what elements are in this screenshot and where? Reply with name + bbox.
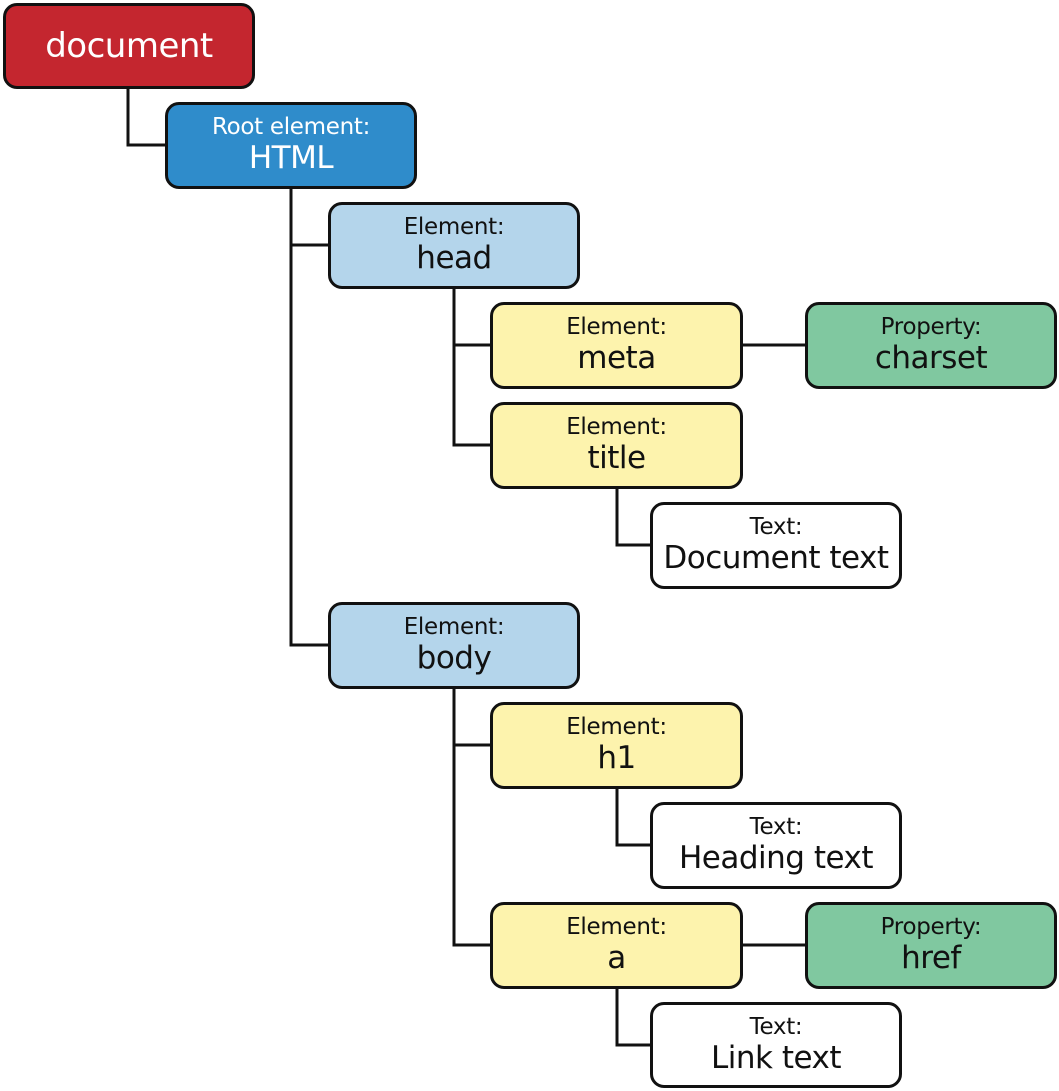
- node-doctext-value: Document text: [663, 540, 889, 577]
- node-title-label: Element:: [566, 414, 667, 441]
- node-element-body: Element: body: [328, 602, 580, 689]
- connector-body-a: [452, 745, 490, 947]
- node-linktext-value: Link text: [710, 1039, 842, 1076]
- node-href-label: Property:: [880, 914, 982, 941]
- node-a-label: Element:: [566, 914, 667, 941]
- node-head-value: head: [416, 240, 492, 277]
- node-headtext-value: Heading text: [678, 840, 874, 877]
- node-head-label: Element:: [403, 214, 505, 241]
- node-title-value: title: [587, 440, 646, 477]
- node-meta-value: meta: [577, 340, 656, 377]
- node-headtext-label: Text:: [749, 814, 803, 841]
- node-element-a: Element: a: [490, 902, 743, 989]
- node-element-title: Element: title: [490, 402, 743, 489]
- node-href-value: href: [901, 940, 961, 977]
- node-charset-value: charset: [874, 340, 988, 377]
- connector-title-text: [615, 489, 650, 547]
- connector-h1-text: [615, 789, 650, 847]
- connector-html-body: [289, 245, 328, 647]
- node-text-heading-text: Text: Heading text: [650, 802, 902, 889]
- node-charset-label: Property:: [880, 314, 982, 341]
- node-a-value: a: [607, 940, 626, 977]
- node-property-charset: Property: charset: [805, 302, 1057, 389]
- node-element-h1: Element: h1: [490, 702, 743, 789]
- connector-a-text: [615, 989, 650, 1047]
- node-root-element-html: Root element: HTML: [165, 102, 417, 189]
- node-text-document-text: Text: Document text: [650, 502, 902, 589]
- node-body-value: body: [416, 640, 492, 677]
- node-h1-value: h1: [597, 740, 636, 777]
- node-body-label: Element:: [403, 614, 505, 641]
- connector-document-html: [126, 89, 165, 147]
- node-element-meta: Element: meta: [490, 302, 743, 389]
- node-h1-label: Element:: [566, 714, 667, 741]
- node-property-href: Property: href: [805, 902, 1057, 989]
- connector-head-meta: [452, 289, 490, 347]
- node-text-link-text: Text: Link text: [650, 1002, 902, 1088]
- node-html-value: HTML: [248, 140, 334, 177]
- node-document: document: [3, 3, 255, 89]
- node-meta-label: Element:: [566, 314, 667, 341]
- node-doctext-label: Text:: [749, 514, 803, 541]
- connector-body-h1: [452, 689, 490, 747]
- node-linktext-label: Text:: [749, 1013, 803, 1040]
- connector-html-head: [289, 189, 328, 247]
- node-html-label: Root element:: [211, 114, 371, 141]
- connector-head-title: [452, 345, 490, 447]
- node-document-value: document: [45, 25, 213, 66]
- node-element-head: Element: head: [328, 202, 580, 289]
